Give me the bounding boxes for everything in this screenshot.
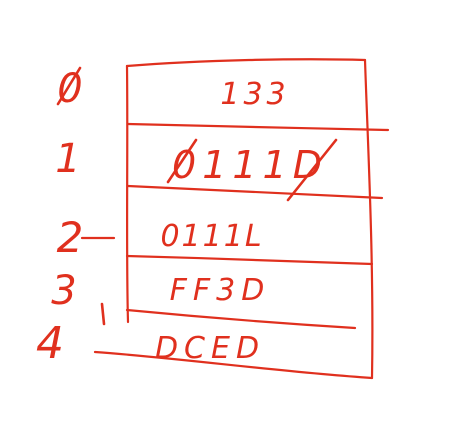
row-separator-2-3 [125,254,374,266]
row-index-4: 4 [36,318,64,369]
row-separator-1-2 [126,184,384,200]
row-index-0: 0 [57,66,82,112]
row-3-tick [100,302,106,326]
table-frame [93,58,374,380]
row-separator-3-4 [125,308,357,330]
table-bottom-border [93,350,374,380]
table-left-border [125,64,130,324]
row-index-3: 3 [51,268,76,314]
index-labels: 0 1 2 3 4 [36,66,83,369]
d-slash-cell-1 [286,138,338,202]
cell-value-4: DCED [155,331,265,366]
table-right-border [363,58,374,380]
row-index-2: 2 [57,213,84,262]
cell-value-2: 0111L [160,219,263,254]
zero-slash-index [56,66,82,106]
row-index-1: 1 [55,136,80,182]
cell-value-3: FF3D [170,273,271,308]
cell-value-0: 133 [220,77,289,112]
table-top-border [125,58,367,68]
cell-value-1: 0111D [172,143,328,187]
row-separator-0-1 [126,122,390,132]
row-separators [80,122,390,330]
zero-slash-cell-1 [166,138,198,184]
cell-values: 133 0111D 0111L FF3D DCED [155,77,338,366]
